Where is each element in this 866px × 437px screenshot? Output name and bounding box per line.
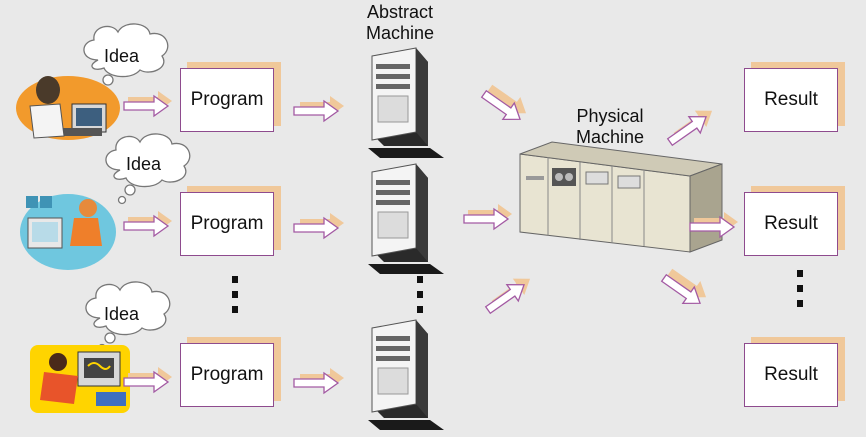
- arrow-idea-to-program: [123, 367, 172, 393]
- server-tower-icon: [367, 47, 445, 159]
- program-box: Program: [180, 343, 274, 407]
- arrow-physical-to-result: [663, 102, 718, 151]
- server-tower-icon: [367, 163, 445, 275]
- idea-label: Idea: [104, 304, 140, 324]
- man-at-computer-icon: [30, 345, 130, 413]
- arrow-abstract-to-physical: [477, 79, 532, 129]
- arrow-program-to-abstract-machine: [293, 368, 344, 394]
- arrow-program-to-abstract-machine: [293, 96, 344, 122]
- arrow-abstract-to-physical: [463, 204, 512, 230]
- ellipsis-abstract-machines: [417, 276, 425, 321]
- result-box: Result: [744, 192, 838, 256]
- ellipsis-results: [797, 270, 805, 315]
- program-box: Program: [180, 68, 274, 132]
- arrow-idea-to-program: [123, 91, 172, 117]
- arrow-idea-to-program: [123, 211, 172, 237]
- woman-at-computer-icon: [20, 194, 116, 270]
- result-box: Result: [744, 68, 838, 132]
- program-box: Program: [180, 192, 274, 256]
- person-at-computer-icon: [16, 76, 120, 140]
- idea-label: Idea: [104, 46, 140, 66]
- arrow-program-to-abstract-machine: [293, 213, 344, 239]
- result-box: Result: [744, 343, 838, 407]
- abstract-machine-label: Abstract Machine: [365, 2, 435, 43]
- physical-machine-label: Physical Machine: [575, 106, 645, 147]
- arrow-abstract-to-physical: [481, 270, 536, 319]
- ellipsis-programs: [232, 276, 240, 321]
- arrow-physical-to-result: [657, 263, 712, 313]
- server-tower-icon: [367, 319, 445, 431]
- mainframe-icon: [519, 141, 723, 253]
- idea-label: Idea: [126, 154, 162, 174]
